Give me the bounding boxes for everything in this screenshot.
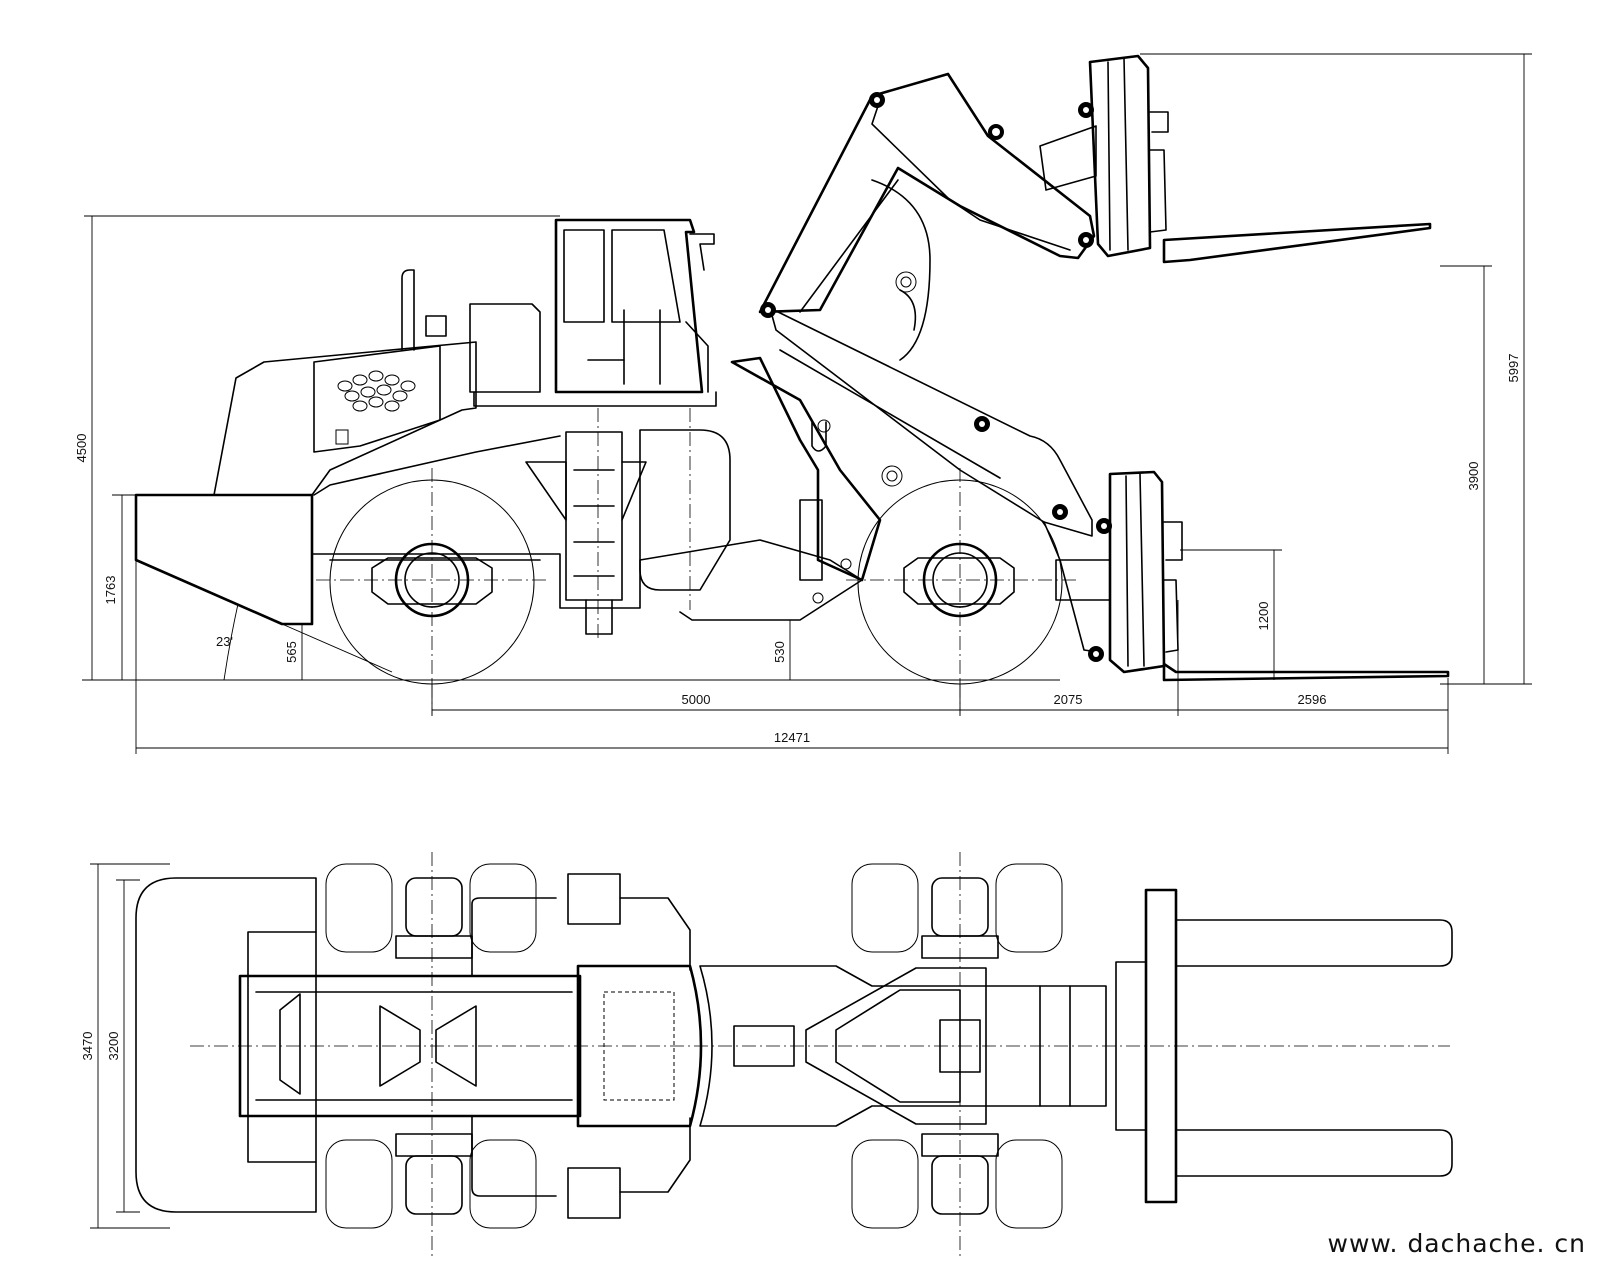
dim-overall-height-label: 4500 — [74, 434, 89, 463]
top-front-frame — [699, 965, 1107, 1127]
dim-lift-height-label: 3900 — [1466, 462, 1481, 491]
dim-overall-height: 4500 — [74, 215, 560, 680]
counterweight — [134, 493, 314, 626]
top-fork-right — [1175, 1129, 1453, 1177]
dim-fork-max-height: 5997 — [1140, 53, 1532, 685]
top-rear-frame — [238, 974, 582, 1118]
boom-tower — [730, 356, 882, 582]
dim-overall-width-label: 3470 — [80, 1032, 95, 1061]
rear-wheel — [316, 468, 548, 715]
dim-horizontal-chain: 5000 2075 2596 — [431, 600, 1449, 754]
top-step-right — [567, 1167, 621, 1219]
dim-ground-clearance-rear: 565 — [284, 623, 310, 680]
transmission-housing — [639, 429, 731, 591]
dim-departure-angle-label: 23' — [216, 634, 233, 649]
side-view: 4500 1763 565 23' 530 1200 — [74, 53, 1532, 754]
dim-track-width: 3200 — [106, 879, 140, 1213]
top-center-section — [576, 964, 703, 1128]
dim-front-overhang-label: 2075 — [1054, 692, 1083, 707]
access-ladder — [525, 408, 647, 640]
dim-counterweight-height-label: 1763 — [103, 576, 118, 605]
grille-holes-icon — [335, 370, 416, 445]
top-counterweight — [135, 877, 317, 1213]
lowered-fork-carriage — [1055, 470, 1450, 682]
dim-ground-clearance-mid: 530 — [772, 620, 791, 680]
dim-fork-carriage-height: 1200 — [1180, 549, 1282, 680]
hydraulic-tank — [469, 303, 541, 393]
engine-hood — [213, 341, 477, 496]
dim-fork-carriage-height-label: 1200 — [1256, 602, 1271, 631]
exhaust-stack — [401, 269, 415, 351]
dim-overall-width: 3470 — [80, 863, 170, 1229]
top-view: 3470 3200 — [80, 852, 1453, 1258]
dim-wheelbase-label: 5000 — [682, 692, 711, 707]
upper-boom — [758, 72, 1097, 361]
dim-fork-length-label: 2596 — [1298, 692, 1327, 707]
dim-overall-length-label: 12471 — [774, 730, 810, 745]
dim-fork-max-height-label: 5997 — [1506, 354, 1521, 383]
watermark-text: www. dachache. cn — [1327, 1229, 1586, 1258]
top-fork-left — [1175, 919, 1453, 967]
dim-ground-clearance-rear-label: 565 — [284, 641, 299, 663]
dim-track-width-label: 3200 — [106, 1032, 121, 1061]
dim-ground-clearance-mid-label: 530 — [772, 641, 787, 663]
front-wheel — [846, 468, 1080, 715]
engine-grille — [313, 345, 441, 453]
tilt-cylinder — [1043, 521, 1099, 653]
operator-cab — [554, 218, 715, 394]
raised-fork-carriage — [1088, 54, 1432, 264]
dim-counterweight-height: 1763 — [103, 494, 136, 680]
dim-departure-angle: 23' — [216, 603, 393, 681]
dim-lift-height: 3900 — [1440, 265, 1492, 684]
top-tyres — [325, 863, 1063, 1229]
dim-overall-length: 12471 — [135, 560, 1448, 754]
top-step-left — [567, 873, 621, 925]
pivot-pins — [760, 92, 1112, 662]
lower-boom — [769, 307, 1093, 537]
